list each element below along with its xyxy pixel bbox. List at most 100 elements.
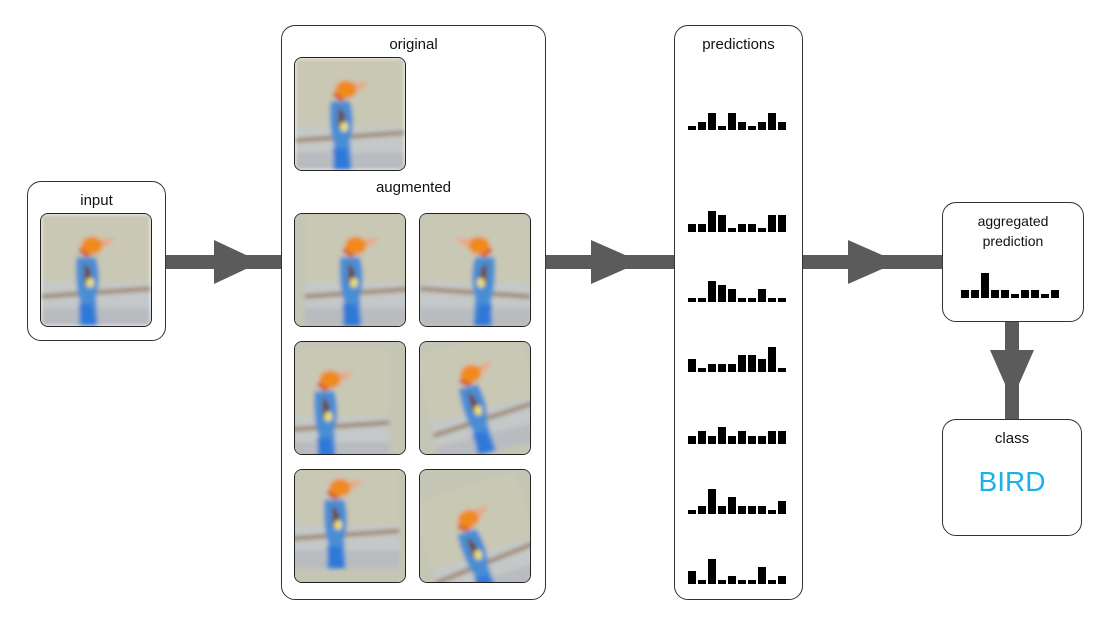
prediction-row-1 [688, 104, 786, 130]
prediction-row-6-bar-1 [698, 505, 706, 514]
aggregated-bar-3 [991, 289, 999, 298]
aggregated-label-line2: prediction [982, 233, 1044, 249]
prediction-row-5-bar-5 [738, 431, 746, 444]
prediction-row-3-bar-7 [758, 289, 766, 302]
input-box: input [27, 181, 166, 341]
prediction-row-5-bar-9 [778, 431, 786, 444]
augmented-image-horizontal-flip [419, 213, 531, 327]
prediction-row-3 [688, 276, 786, 302]
prediction-row-7-bar-3 [718, 579, 726, 584]
prediction-row-4-bar-2 [708, 363, 716, 372]
prediction-row-4-bar-8 [768, 346, 776, 372]
prediction-row-1-bar-0 [688, 125, 696, 130]
prediction-row-7 [688, 558, 786, 584]
prediction-row-4-bar-5 [738, 355, 746, 372]
class-box: class BIRD [942, 419, 1082, 536]
prediction-row-1-bar-3 [718, 125, 726, 130]
augmented-image-shift-up [294, 469, 406, 583]
prediction-row-3-bar-2 [708, 281, 716, 302]
prediction-row-4 [688, 346, 786, 372]
prediction-row-3-bar-3 [718, 285, 726, 302]
aggregated-prediction-bars [961, 272, 1059, 298]
prediction-row-4-bar-7 [758, 359, 766, 372]
prediction-row-2-bar-6 [748, 223, 756, 232]
class-label: class [994, 430, 1030, 447]
aggregated-bar-9 [1051, 289, 1059, 298]
prediction-row-3-bar-4 [728, 289, 736, 302]
aggregated-bar-5 [1011, 293, 1019, 298]
prediction-row-2 [688, 206, 786, 232]
prediction-row-5-bar-3 [718, 427, 726, 444]
aggregated-bar-7 [1031, 289, 1039, 298]
prediction-row-5-bar-4 [728, 435, 736, 444]
prediction-row-6-bar-3 [718, 505, 726, 514]
prediction-row-1-bar-5 [738, 121, 746, 130]
augmented-label: augmented [375, 179, 452, 196]
prediction-row-6-bar-2 [708, 488, 716, 514]
prediction-row-2-bar-4 [728, 227, 736, 232]
augmentation-box: original augmented [281, 25, 546, 600]
augmented-image-shift-left [294, 341, 406, 455]
prediction-row-5 [688, 418, 786, 444]
arrow-input-to-augmentation [166, 240, 281, 284]
prediction-row-1-bar-4 [728, 113, 736, 130]
input-image [40, 213, 152, 327]
prediction-row-2-bar-3 [718, 215, 726, 232]
prediction-row-4-bar-3 [718, 363, 726, 372]
prediction-row-6-bar-4 [728, 497, 736, 514]
prediction-row-6-bar-6 [748, 505, 756, 514]
prediction-row-6-bar-7 [758, 505, 766, 514]
prediction-row-3-bar-8 [768, 297, 776, 302]
prediction-row-7-bar-8 [768, 579, 776, 584]
prediction-row-5-bar-7 [758, 435, 766, 444]
prediction-row-7-bar-4 [728, 575, 736, 584]
arrow-predictions-to-aggregated [803, 240, 943, 284]
prediction-row-1-bar-1 [698, 121, 706, 130]
prediction-row-5-bar-1 [698, 431, 706, 444]
class-value: BIRD [978, 466, 1046, 497]
augmented-image-rotate-shift [419, 469, 531, 583]
prediction-row-7-bar-7 [758, 567, 766, 584]
prediction-row-5-bar-0 [688, 435, 696, 444]
prediction-row-4-bar-0 [688, 359, 696, 372]
prediction-row-2-bar-8 [768, 215, 776, 232]
prediction-row-1-bar-7 [758, 121, 766, 130]
aggregated-bar-4 [1001, 289, 1009, 298]
prediction-row-6-bar-9 [778, 501, 786, 514]
prediction-row-4-bar-6 [748, 355, 756, 372]
input-label: input [80, 192, 113, 209]
predictions-box: predictions [674, 25, 803, 600]
arrow-augmentation-to-predictions [546, 240, 674, 284]
augmented-image-rotate [419, 341, 531, 455]
prediction-row-1-bar-2 [708, 113, 716, 130]
prediction-row-7-bar-9 [778, 575, 786, 584]
aggregated-bar-8 [1041, 293, 1049, 298]
prediction-row-3-bar-5 [738, 297, 746, 302]
original-image [294, 57, 406, 171]
prediction-row-4-bar-4 [728, 363, 736, 372]
prediction-row-3-bar-9 [778, 297, 786, 302]
aggregated-bar-1 [971, 289, 979, 298]
prediction-row-1-bar-9 [778, 121, 786, 130]
original-label: original [389, 36, 438, 53]
prediction-row-2-bar-9 [778, 215, 786, 232]
prediction-row-5-bar-2 [708, 435, 716, 444]
prediction-row-3-bar-0 [688, 297, 696, 302]
prediction-row-5-bar-8 [768, 431, 776, 444]
prediction-row-7-bar-6 [748, 579, 756, 584]
prediction-row-2-bar-1 [698, 223, 706, 232]
prediction-row-5-bar-6 [748, 435, 756, 444]
prediction-row-3-bar-6 [748, 297, 756, 302]
aggregated-bar-0 [961, 289, 969, 298]
prediction-row-7-bar-5 [738, 579, 746, 584]
aggregated-bar-6 [1021, 289, 1029, 298]
prediction-row-6-bar-0 [688, 509, 696, 514]
predictions-label: predictions [702, 36, 775, 53]
prediction-row-4-bar-9 [778, 367, 786, 372]
prediction-row-1-bar-6 [748, 125, 756, 130]
prediction-row-6-bar-8 [768, 509, 776, 514]
aggregated-bar-2 [981, 272, 989, 298]
prediction-row-7-bar-1 [698, 579, 706, 584]
prediction-row-2-bar-2 [708, 211, 716, 232]
prediction-row-2-bar-0 [688, 223, 696, 232]
